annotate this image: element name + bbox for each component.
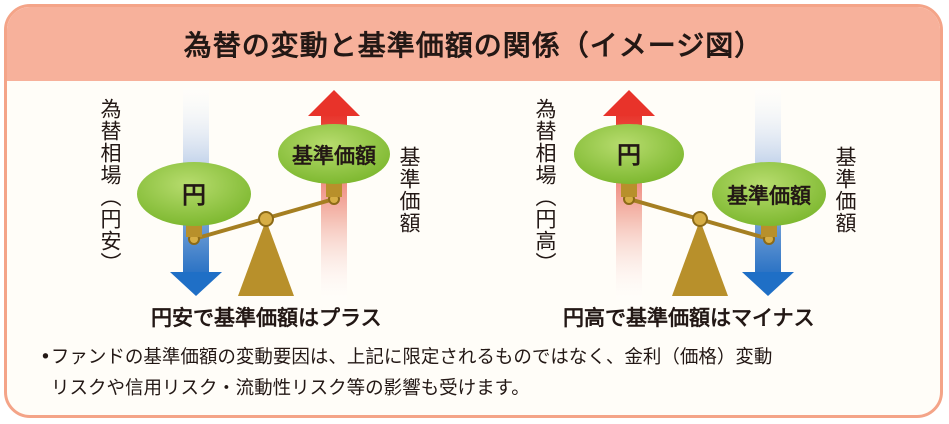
right-panel: 円 基準価額 [574,88,826,300]
footnote-line-1: •ファンドの基準価額の変動要因は、上記に限定されるものではなく、金利（価格）変動 [40,347,773,368]
right-caption: 円高で基準価額はマイナス [563,306,815,330]
nav-oval [278,124,390,184]
right-nav-side-label: 基準価額 [833,146,857,234]
footnote-line-2: リスクや信用リスク・流動性リスク等の影響も受けます。 [51,378,530,399]
footnote: •ファンドの基準価額の変動要因は、上記に限定されるものではなく、金利（価格）変動… [40,342,920,404]
left-nav-side-label: 基準価額 [397,146,421,234]
fulcrum-icon [672,220,728,296]
balance-diagram: 円 基準価額 円 基準価額 [137,88,826,300]
yen-oval [574,124,684,184]
left-panel: 円 基準価額 [137,88,390,300]
nav-label: 基準価額 [727,184,811,208]
yen-label: 円 [182,181,206,209]
page-title: 為替の変動と基準価額の関係（イメージ図） [183,29,764,62]
nav-oval [712,162,826,226]
right-fx-label: 為替相場（円高） [533,98,557,274]
left-fx-label: 為替相場（円安） [98,98,122,274]
yen-label: 円 [617,141,641,169]
yen-oval [137,162,251,226]
left-caption: 円安で基準価額はプラス [151,306,382,330]
header-bar: 為替の変動と基準価額の関係（イメージ図） [7,7,940,81]
nav-label: 基準価額 [292,144,376,168]
fulcrum-icon [238,220,294,296]
